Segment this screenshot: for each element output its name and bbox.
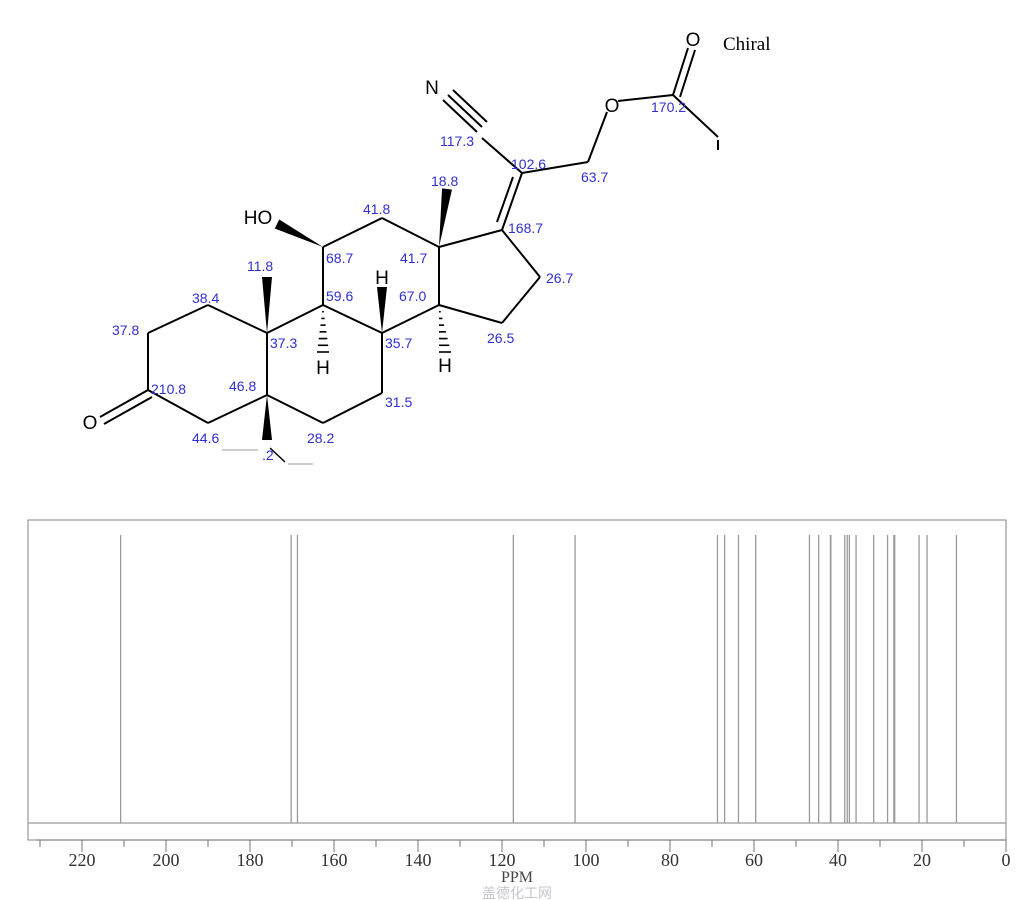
- x-tick-label: 220: [69, 850, 96, 870]
- chemical-shift-label: 59.6: [326, 288, 353, 304]
- chemical-shift-label: 18.8: [431, 173, 458, 189]
- wedge-bond: [274, 219, 323, 247]
- triple-bond: [452, 89, 488, 123]
- chemical-shift-label: 44.6: [192, 430, 219, 446]
- bond: [207, 304, 268, 334]
- bond: [147, 304, 209, 334]
- x-tick-label: 100: [573, 850, 600, 870]
- double-bond: [496, 176, 514, 223]
- chemical-shift-label: 41.7: [400, 250, 427, 266]
- hydrogen-c14: H: [438, 356, 452, 377]
- carbonyl-oxygen: O: [686, 30, 701, 51]
- bond: [587, 111, 608, 163]
- x-tick-label: 180: [237, 850, 264, 870]
- chiral-label: Chiral: [723, 34, 771, 55]
- ester-oxygen: O: [605, 96, 620, 117]
- bond: [501, 276, 541, 324]
- x-tick-label: 120: [489, 850, 516, 870]
- bond: [207, 394, 268, 424]
- triple-bond: [447, 94, 483, 128]
- plot-frame: [27, 519, 1007, 841]
- bond: [266, 304, 324, 334]
- x-tick-label: 80: [661, 850, 679, 870]
- bond: [438, 304, 503, 324]
- chemical-shift-label: 68.7: [326, 250, 353, 266]
- x-tick-label: 200: [153, 850, 180, 870]
- double-bond: [501, 172, 523, 231]
- bond: [322, 392, 383, 424]
- chemical-shift-label: 168.7: [508, 220, 543, 236]
- chemical-shift-label: 67.0: [399, 288, 426, 304]
- wedge-bond: [377, 287, 387, 333]
- x-tick-label: 0: [1002, 850, 1011, 870]
- bond: [381, 304, 440, 334]
- bond: [438, 229, 503, 248]
- hydrogen-c9: H: [316, 358, 330, 379]
- bond: [147, 389, 209, 424]
- double-bond: [679, 49, 696, 98]
- chemical-shift-label: 102.6: [511, 156, 546, 172]
- chemical-shift-label: 35.7: [385, 335, 412, 351]
- chemical-shift-label: 63.7: [581, 169, 608, 185]
- bond: [322, 304, 383, 334]
- ketone-oxygen: O: [83, 413, 98, 434]
- bond: [266, 394, 324, 424]
- bond: [521, 161, 589, 174]
- molecule-structure: O HO N O O H H H Chiral 210.8 37.8 38.4 37.3 46.8 44.6…: [83, 30, 771, 465]
- chemical-shift-label: 38.4: [192, 290, 219, 306]
- triple-bond: [442, 99, 478, 133]
- chemical-shift-label: 37.3: [270, 335, 297, 351]
- double-bond: [99, 389, 149, 418]
- bond: [381, 217, 440, 248]
- chemical-shift-label: 210.8: [151, 381, 186, 397]
- chemical-shift-label: 26.7: [546, 270, 573, 286]
- hydroxyl-group: HO: [244, 208, 273, 229]
- wedge-bond: [262, 277, 272, 333]
- bond: [501, 229, 541, 278]
- bond: [672, 94, 719, 138]
- partial-bond: [269, 447, 286, 463]
- chemical-shift-label: 11.8: [247, 258, 273, 274]
- bond: [481, 137, 523, 174]
- x-tick-label: 160: [321, 850, 348, 870]
- double-bond: [103, 396, 153, 425]
- chemical-shift-label: 37.8: [112, 322, 139, 338]
- chemical-shift-label: 170.2: [651, 99, 686, 115]
- x-tick-label: 40: [829, 850, 847, 870]
- double-bond: [672, 47, 689, 96]
- chemical-shift-label: 31.5: [385, 394, 412, 410]
- x-tick-label: 60: [745, 850, 763, 870]
- wedge-bond: [439, 188, 452, 247]
- chemical-shift-label: 26.5: [487, 330, 514, 346]
- chemical-shift-label: 117.3: [440, 133, 474, 149]
- nitrile-nitrogen: N: [425, 78, 439, 99]
- wedge-bond: [262, 395, 272, 440]
- chemical-shift-label: 46.8: [229, 378, 256, 394]
- bond: [617, 94, 674, 102]
- hydrogen-c8: H: [375, 268, 389, 289]
- chemical-shift-label: 28.2: [307, 430, 334, 446]
- x-tick-label: 140: [405, 850, 432, 870]
- x-axis-label: PPM: [501, 869, 533, 886]
- x-tick-label: 20: [913, 850, 931, 870]
- chemical-shift-label: 41.8: [363, 201, 390, 217]
- watermark: 盖德化工网: [482, 886, 552, 900]
- bond: [322, 217, 383, 248]
- chemical-shift-label: .2: [262, 447, 274, 463]
